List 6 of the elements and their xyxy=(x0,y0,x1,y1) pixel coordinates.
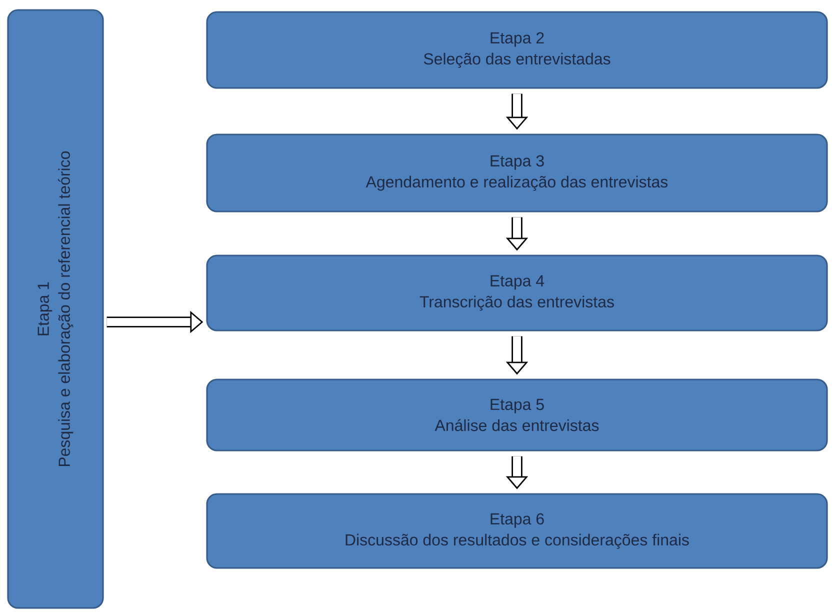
process-box: Etapa 2 Seleção das entrevistadas xyxy=(206,11,828,89)
process-box: Etapa 4 Transcrição das entrevistas xyxy=(206,254,828,332)
process-box: Etapa 1 Pesquisa e elaboração do referencial teórico xyxy=(7,9,104,609)
process-box: Etapa 6 Discussão dos resultados e considerações finais xyxy=(206,493,828,569)
process-box: Etapa 5 Análise das entrevistas xyxy=(206,378,828,452)
process-box: Etapa 3 Agendamento e realização das entrevistas xyxy=(206,134,828,212)
